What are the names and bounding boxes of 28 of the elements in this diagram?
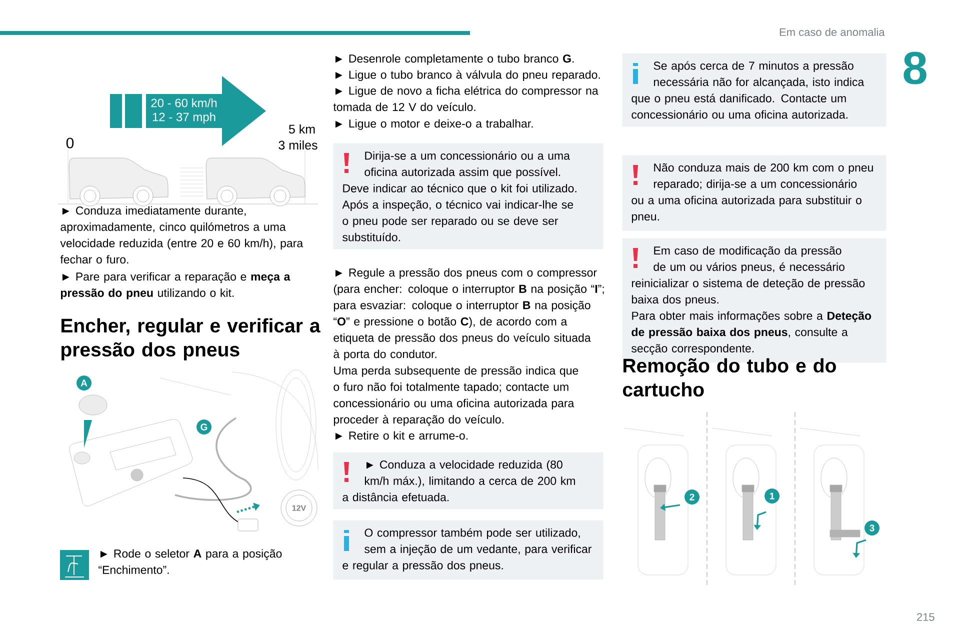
warning-box: Não conduza mais de 200 km com o pneu reparado; dirija-se a um concessionário ou a uma oficina autorizada para substituir o pneu.: [622, 155, 886, 231]
socket-label: 12V: [292, 505, 306, 511]
paragraph: ► Pare para verificar a reparação e meça a pressão do pneu utilizando o kit.: [60, 272, 290, 300]
callout-number: 3: [864, 520, 880, 536]
callout-number: G: [196, 420, 212, 434]
paragraph: ► Ligue o motor e deixe-o a trabalhar.: [335, 119, 533, 130]
callout-number: 1: [764, 488, 780, 504]
paragraph: ► Ligue o tubo branco à válvula do pneu reparado.: [335, 70, 600, 82]
chapter-number: 8: [904, 52, 926, 84]
paragraph: ► Ligue de novo a ficha elétrica do compressor na tomada de 12 V do veículo.: [333, 86, 598, 112]
paragraph: ► Rode o seletor A para a posição “Enchimento”.: [98, 549, 282, 574]
distance-label: 5 km: [288, 124, 315, 134]
paragraph: ► Retire o kit e arrume-o.: [335, 431, 468, 440]
warning-box: ► Conduza a velocidade reduzida (80 km/h máx.), limitando a cerca de 200 km a distância efetuada.: [333, 452, 604, 510]
callout-number: A: [76, 376, 92, 390]
distance-label: 3 miles: [278, 140, 318, 150]
page-number: 215: [917, 613, 934, 621]
section-heading: Encher, regular e verificar a pressão dos pneus: [62, 318, 320, 360]
paragraph: ► Conduza imediatamente durante, aproximadamente, cinco quilómetros a uma velocidade reduzida (entre 20 e 60 km/h), para fechar o furo.: [60, 206, 304, 264]
paragraph: Uma perda subsequente de pressão indica que o furo não foi totalmente tapado; contacte um concessionário ou uma oficina autorizada para proceder à reparação do veículo.: [334, 366, 578, 426]
callout-number: 2: [684, 490, 700, 504]
paragraph: ► Desenrole completamente o tubo branco G.: [335, 54, 574, 65]
paragraph: ► Regule a pressão dos pneus com o compressor (para encher: coloque o interruptor B na posição “I”; para esvaziar: coloque o interruptor B na posição “O” e pressione o botão C), de acordo com a etiqueta de pressão dos pneus do veículo situada à porta do condutor.: [334, 268, 604, 360]
warning-box: Dirija-se a um concessionário ou a uma oficina autorizada assim que possível. Deve indicar ao técnico que o kit foi utilizado. Após a inspeção, o técnico vai indicar-lhe se o pneu pode ser reparado ou se deve ser substituído.: [333, 143, 604, 250]
running-header: Em caso de anomalia: [780, 28, 885, 36]
info-box: Se após cerca de 7 minutos a pressão necessária não for alcançada, isto indica que o pneu está danificado. Contacte um concessionário ou uma oficina autorizada.: [622, 53, 886, 127]
distance-label: 0: [66, 138, 74, 148]
info-box: O compressor também pode ser utilizado, sem a injeção de um vedante, para verificar e regular a pressão dos pneus.: [333, 520, 604, 580]
